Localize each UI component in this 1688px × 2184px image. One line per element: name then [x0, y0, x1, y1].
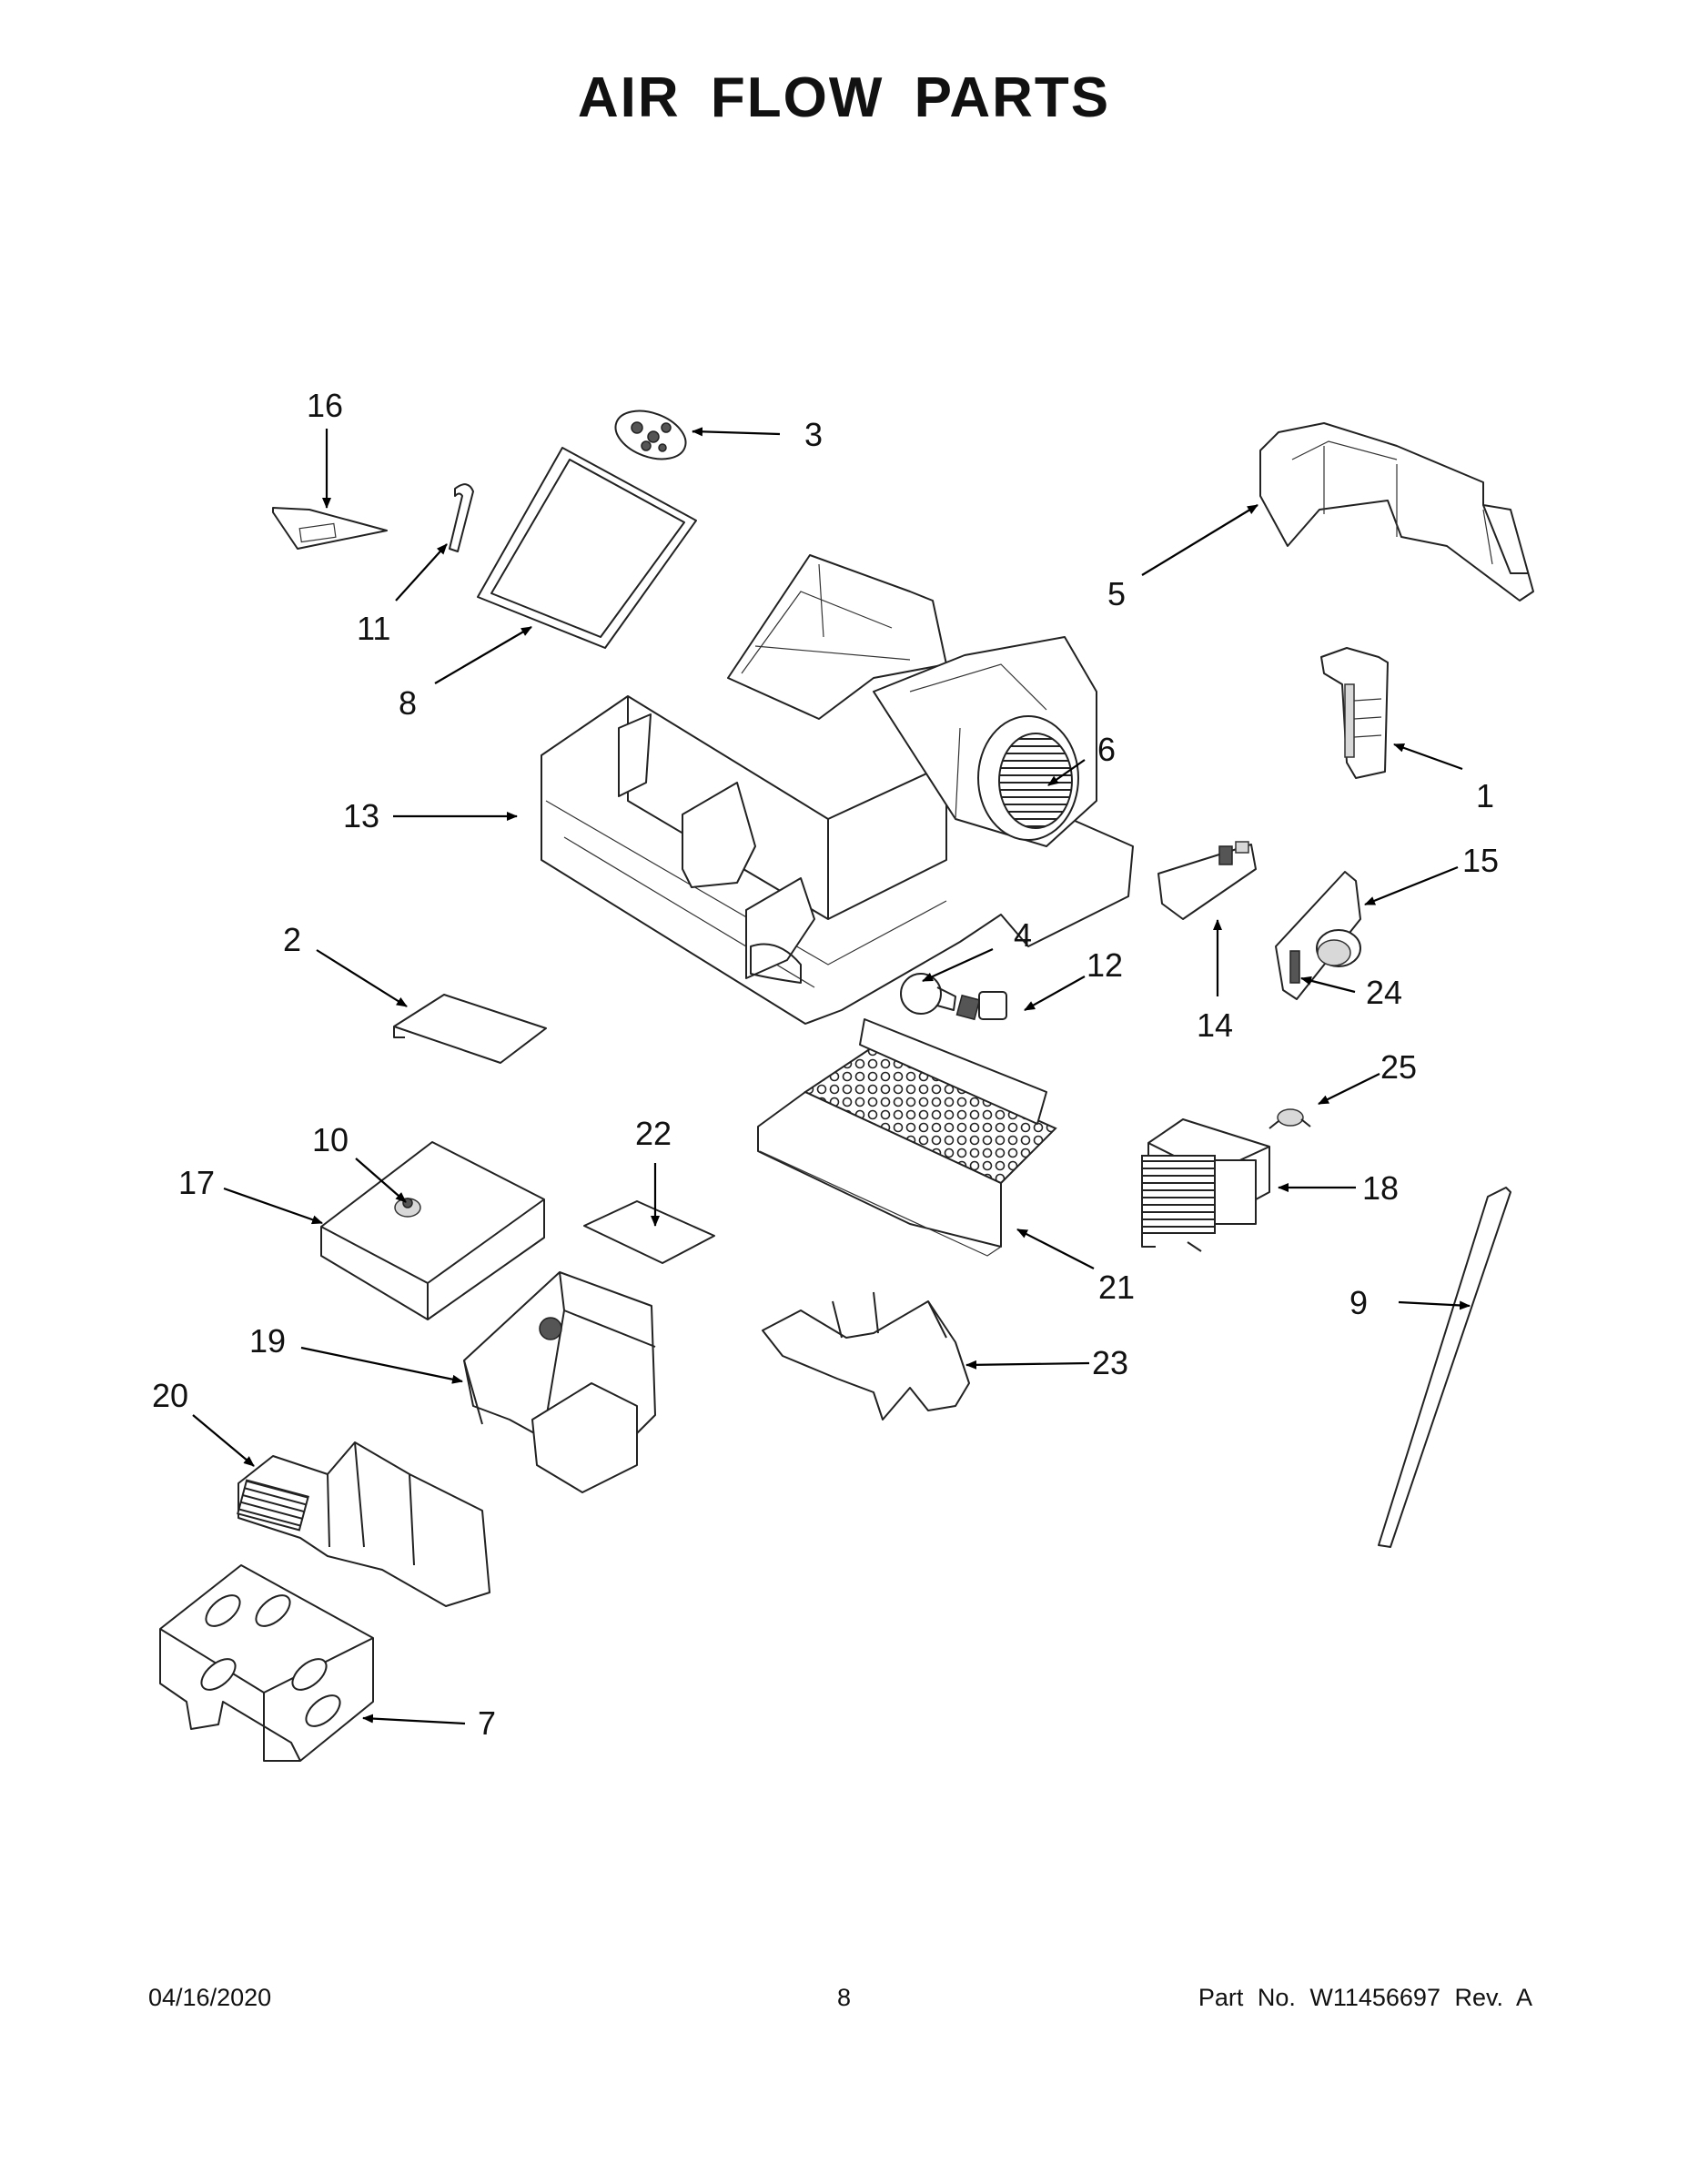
part-22-sheet [583, 1200, 715, 1264]
callout-20: 20 [152, 1377, 188, 1414]
part-4-12-bulb [900, 973, 1007, 1021]
part-11-hose [449, 483, 474, 552]
callout-3: 3 [804, 416, 823, 453]
callout-24: 24 [1366, 974, 1402, 1011]
part-7-frame [159, 1564, 374, 1762]
callout-17: 17 [178, 1164, 215, 1201]
callout-6: 6 [1097, 731, 1116, 768]
callout-4: 4 [1014, 916, 1032, 954]
callout-19: 19 [249, 1322, 286, 1360]
callout-15: 15 [1462, 842, 1499, 879]
callout-8: 8 [399, 684, 417, 722]
callout-arrows [192, 427, 1471, 1725]
footer-date: 04/16/2020 [148, 1984, 272, 2011]
callout-5: 5 [1107, 575, 1126, 612]
callout-9: 9 [1349, 1284, 1368, 1321]
part-18-transformer [1141, 1108, 1311, 1252]
callout-labels: 1 2 3 4 5 6 7 8 9 10 11 12 13 14 15 16 1… [152, 387, 1499, 1742]
callout-16: 16 [307, 387, 343, 424]
callout-18: 18 [1362, 1169, 1399, 1207]
part-13-cavity-base [541, 554, 1134, 1025]
part-15-24-panel [1275, 871, 1361, 1000]
part-8-filter-frame [477, 447, 697, 649]
callout-13: 13 [343, 797, 379, 834]
part-23-air-guide [762, 1291, 970, 1421]
callout-22: 22 [635, 1115, 672, 1152]
part-3-damper [614, 410, 687, 460]
part-16-plate [272, 507, 388, 550]
page-title: AIR FLOW PARTS [577, 66, 1111, 129]
callout-10: 10 [312, 1121, 349, 1158]
part-20-inlet [237, 1441, 490, 1607]
part-1-bracket [1320, 647, 1389, 779]
part-17-shroud [320, 1141, 545, 1320]
part-21-vent-tray [757, 1018, 1057, 1257]
callout-21: 21 [1098, 1269, 1135, 1306]
callout-1: 1 [1476, 777, 1494, 814]
callout-2: 2 [283, 921, 301, 958]
callout-14: 14 [1197, 1006, 1233, 1044]
callout-25: 25 [1380, 1048, 1417, 1086]
part-2-cover [393, 994, 547, 1064]
callout-12: 12 [1087, 946, 1123, 984]
part-19-bracket [463, 1271, 656, 1493]
part-5-duct [1259, 422, 1534, 602]
callout-7: 7 [478, 1704, 496, 1742]
callout-11: 11 [357, 610, 390, 647]
callout-23: 23 [1092, 1344, 1128, 1381]
part-14-board [1157, 841, 1257, 920]
footer-page-number: 8 [836, 1984, 852, 2011]
footer-part-number: Part No. W11456697 Rev. A [1198, 1984, 1532, 2011]
part-9-rod [1378, 1187, 1511, 1548]
